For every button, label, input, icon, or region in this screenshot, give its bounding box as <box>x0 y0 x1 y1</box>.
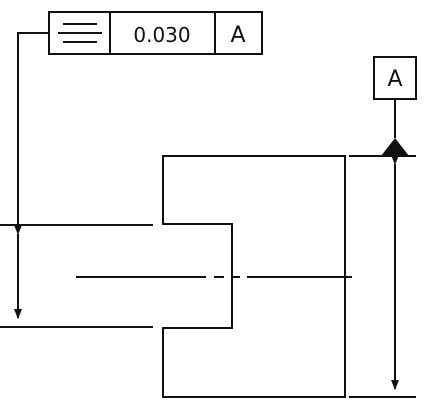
part-outline <box>162 155 346 398</box>
datum-feature-symbol: A <box>373 56 417 156</box>
fcf-datum-reference: A <box>230 23 245 48</box>
datum-triangle-icon <box>381 138 409 156</box>
tolerance-value: 0.030 <box>133 23 190 47</box>
datum-label: A <box>387 67 402 92</box>
feature-control-frame: 0.030 A <box>48 11 263 55</box>
fcf-leader-line <box>17 32 49 225</box>
symmetry-icon <box>58 23 102 43</box>
